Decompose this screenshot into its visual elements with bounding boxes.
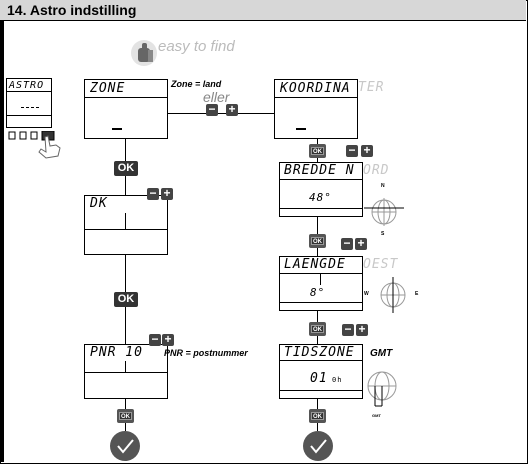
globe-west-east-icon [373,275,413,315]
plus-button: + [226,103,238,116]
south-label: S [381,231,385,237]
zone-note: Zone = land [171,79,222,89]
pnr-display: PNR 10 [84,344,168,399]
ok-icon-right-1: OK [309,144,326,158]
title-bar: 14. Astro indstilling [0,0,526,21]
ok-icon-right-3: OK [309,322,326,336]
eller-label: eller [203,89,230,105]
gmt-small-label: GMT [372,413,381,418]
ok-button-1: OK [114,161,138,176]
laengde-minus-button: − [341,237,353,250]
left-border [1,21,4,462]
tidszone-unit: 0h [332,376,343,384]
dk-plus-button: + [161,187,173,200]
west-label: W [364,291,369,297]
laengde-faint-text: OEST [363,257,399,272]
tidszone-display-text: TIDSZONE [284,345,355,360]
bredde-minus-button: − [346,144,358,157]
section-title: 14. Astro indstilling [7,2,137,18]
astro-display-text: ASTRO [9,80,45,91]
dk-minus-button: − [147,187,159,200]
laengde-value: 8° [310,286,326,299]
check-icon-right [303,431,333,461]
bredde-plus-button: + [361,144,373,157]
ok-icon-left: OK [117,409,134,423]
tidszone-minus-button: − [342,323,354,336]
pnr-note: PNR = postnummer [164,348,248,358]
dk-display: DK [84,195,168,255]
bredde-display-text: BREDDE N [284,163,355,178]
ok-icon-right-2: OK [309,234,326,248]
laengde-display-text: LAENGDE [284,257,346,272]
dk-display-text: DK [90,196,108,211]
astro-display: ASTRO [6,78,52,128]
bredde-value: 48° [309,191,332,204]
tidszone-plus-button: + [356,323,368,336]
hand-pointer-icon [34,134,64,160]
easy-to-find-label: easy to find [158,38,235,55]
pnr-plus-button: + [162,333,174,346]
ok-button-2: OK [114,292,138,307]
zone-display: ZONE [84,79,168,139]
pnr-display-text: PNR 10 [90,345,143,360]
minus-button: − [206,103,218,116]
zone-display-text: ZONE [90,81,126,96]
bredde-faint-text: ORD [363,163,390,178]
check-icon-left [110,431,140,461]
east-label: E [415,291,419,297]
north-label: N [381,183,385,189]
laengde-plus-button: + [355,237,367,250]
laengde-display: LAENGDE 8° [279,256,363,311]
globe-gmt-icon [362,368,402,412]
koordinater-display: KOORDINA [274,79,358,139]
koordinater-display-text: KOORDINA [280,81,351,96]
easy-to-find-icon [130,38,158,72]
tidszone-value: 01 [310,371,328,386]
gmt-label: GMT [370,348,393,359]
koordinater-faint-text: TER [358,80,385,95]
bredde-display: BREDDE N 48° [279,162,363,217]
globe-north-south-icon [364,192,404,232]
tidszone-display: TIDSZONE 01 0h [279,344,363,399]
zone-to-koordinater-line [168,113,274,114]
ok-icon-right-4: OK [309,409,326,423]
pnr-minus-button: − [149,333,161,346]
